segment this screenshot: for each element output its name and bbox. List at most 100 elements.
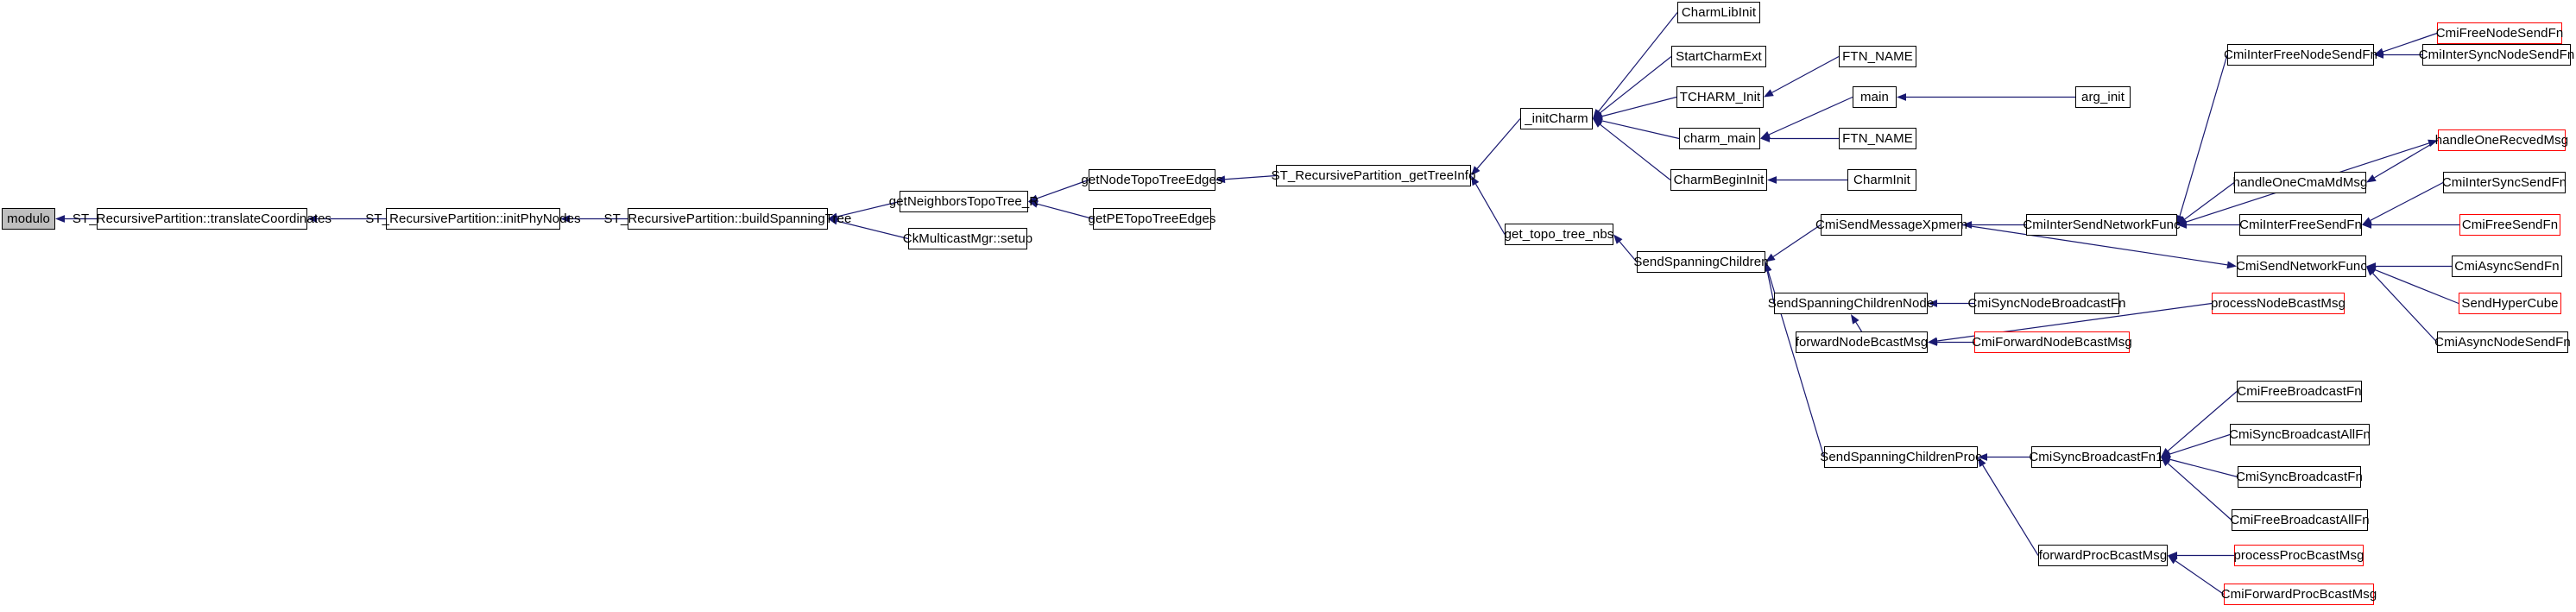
graph-node-label: ST_RecursivePartition_getTreeInfo [1271, 168, 1476, 183]
graph-edge [2370, 181, 2444, 221]
graph-node-arg_init[interactable]: arg_init [2075, 86, 2131, 108]
graph-node-getNeighborsTopoTree_R[interactable]: getNeighborsTopoTree_R [889, 191, 1039, 212]
graph-node-CmiSyncNodeBroadcastFn[interactable]: CmiSyncNodeBroadcastFn [1967, 293, 2125, 314]
graph-node-modulo[interactable]: modulo [2, 208, 55, 230]
graph-node-FTN_NAME_top[interactable]: FTN_NAME [1839, 46, 1916, 67]
graph-node-label: SendHyperCube [2461, 296, 2559, 311]
graph-node-processProcBcastMsg[interactable]: processProcBcastMsg [2233, 545, 2364, 566]
graph-edge [1855, 322, 1863, 332]
graph-node-charm_main[interactable]: charm_main [1679, 128, 1760, 149]
graph-edge-arrowhead [1897, 93, 1906, 101]
graph-node-SendSpanningChildrenNode[interactable]: SendSpanningChildrenNode [1768, 293, 1934, 314]
graph-node-label: processNodeBcastMsg [2210, 296, 2346, 311]
graph-node-CharmBeginInit[interactable]: CharmBeginInit [1670, 169, 1767, 191]
graph-node-CmiAsyncNodeSendFn[interactable]: CmiAsyncNodeSendFn [2434, 331, 2571, 353]
graph-node-label: CharmInit [1853, 173, 1910, 187]
graph-node-label: CmiAsyncSendFn [2454, 259, 2560, 274]
graph-node-label: SendSpanningChildrenProc [1820, 450, 1982, 464]
graph-edge [1037, 203, 1094, 220]
graph-edge-arrowhead [1928, 337, 1938, 345]
graph-node-label: getPETopoTreeEdges [1088, 211, 1216, 226]
graph-node-CmiInterSyncSendFn[interactable]: CmiInterSyncSendFn [2442, 172, 2567, 193]
graph-edge-arrowhead [1764, 89, 1774, 98]
graph-node-label: modulo [7, 211, 50, 226]
graph-edge-arrowhead [2168, 552, 2177, 559]
graph-node-label: handleOneCmaMdMsg [2232, 175, 2368, 190]
graph-edge-arrowhead [2362, 221, 2371, 229]
graph-node-label: _initCharm [1525, 111, 1588, 126]
graph-node-label: getNodeTopoTreeEdges [1081, 173, 1223, 187]
graph-node-main[interactable]: main [1853, 86, 1897, 108]
graph-node-get_topo_tree_nbs[interactable]: get_topo_tree_nbs [1505, 224, 1613, 245]
graph-edge [2374, 139, 2439, 179]
graph-node-label: CmiSyncNodeBroadcastFn [1967, 296, 2126, 311]
graph-node-CmiSyncBroadcastFn[interactable]: CmiSyncBroadcastFn [2236, 466, 2363, 488]
graph-node-buildSpanningTree[interactable]: ST_RecursivePartition::buildSpanningTree [604, 208, 851, 230]
graph-node-SendHyperCube[interactable]: SendHyperCube [2459, 293, 2561, 314]
graph-node-label: CmiFreeBroadcastFn [2237, 384, 2362, 399]
graph-node-label: get_topo_tree_nbs [1504, 227, 1614, 242]
graph-node-getPETopoTreeEdges[interactable]: getPETopoTreeEdges [1089, 208, 1215, 230]
graph-node-SendSpanningChildren[interactable]: SendSpanningChildren [1633, 251, 1769, 273]
graph-node-initPhyNodes[interactable]: ST_RecursivePartition::initPhyNodes [365, 208, 581, 230]
graph-node-CmiForwardNodeBcastMsg[interactable]: CmiForwardNodeBcastMsg [1972, 331, 2132, 353]
graph-edge [1772, 224, 1822, 257]
graph-node-SendSpanningChildrenProc[interactable]: SendSpanningChildrenProc [1820, 446, 1982, 468]
graph-node-label: SendSpanningChildrenNode [1767, 296, 1935, 311]
graph-edge [2175, 560, 2225, 595]
graph-edge-arrowhead [1928, 338, 1937, 346]
graph-node-_initCharm[interactable]: _initCharm [1520, 108, 1593, 129]
graph-edge-arrowhead [1593, 109, 1602, 119]
graph-node-label: handleOneRecvedMsg [2434, 133, 2569, 148]
graph-node-getNodeTopoTreeEdges[interactable]: getNodeTopoTreeEdges [1081, 169, 1222, 191]
graph-node-CmiForwardProcBcastMsg[interactable]: CmiForwardProcBcastMsg [2220, 584, 2377, 605]
graph-edge [2179, 54, 2228, 217]
graph-edge-arrowhead [2362, 217, 2372, 225]
graph-node-CmiInterFreeSendFn[interactable]: CmiInterFreeSendFn [2239, 214, 2362, 236]
graph-node-CharmInit[interactable]: CharmInit [1847, 169, 1916, 191]
graph-node-label: CmiAsyncNodeSendFn [2434, 335, 2571, 350]
graph-node-CmiInterFreeNodeSendFn[interactable]: CmiInterFreeNodeSendFn [2224, 44, 2377, 66]
graph-node-processNodeBcastMsg[interactable]: processNodeBcastMsg [2210, 293, 2346, 314]
graph-node-label: CharmLibInit [1681, 5, 1757, 20]
graph-edge [1600, 123, 1671, 180]
graph-node-forwardNodeBcastMsg[interactable]: forwardNodeBcastMsg [1796, 331, 1928, 353]
graph-node-CmiSyncBroadcastFn1[interactable]: CmiSyncBroadcastFn1 [2029, 446, 2163, 468]
graph-node-CmiFreeNodeSendFn[interactable]: CmiFreeNodeSendFn [2435, 22, 2564, 44]
graph-node-label: CmiForwardProcBcastMsg [2220, 587, 2377, 602]
graph-node-label: ST_RecursivePartition::buildSpanningTree [603, 211, 852, 226]
graph-node-StartCharmExt[interactable]: StartCharmExt [1671, 46, 1766, 67]
graph-node-CmiSendNetworkFunc[interactable]: CmiSendNetworkFunc [2236, 256, 2367, 277]
graph-node-CmiFreeBroadcastFn[interactable]: CmiFreeBroadcastFn [2237, 381, 2362, 402]
graph-node-CmiInterSyncNodeSendFn[interactable]: CmiInterSyncNodeSendFn [2419, 44, 2574, 66]
graph-node-label: forwardNodeBcastMsg [1795, 335, 1929, 350]
graph-node-TCHARM_Init[interactable]: TCHARM_Init [1676, 86, 1764, 108]
graph-node-label: CmiSyncBroadcastFn1 [2029, 450, 2163, 464]
graph-node-CkMulticastMgrSetup[interactable]: CkMulticastMgr::setup [903, 228, 1032, 249]
graph-node-handleOneRecvedMsg[interactable]: handleOneRecvedMsg [2434, 129, 2569, 151]
graph-node-CmiFreeSendFn[interactable]: CmiFreeSendFn [2459, 214, 2560, 236]
graph-node-label: CmiFreeNodeSendFn [2435, 26, 2564, 41]
graph-node-translateCoordinates[interactable]: ST_RecursivePartition::translateCoordina… [73, 208, 331, 230]
graph-edge-arrowhead [1767, 176, 1777, 184]
graph-node-handleOneCmaMdMsg[interactable]: handleOneCmaMdMsg [2232, 172, 2368, 193]
graph-node-label: TCHARM_Init [1679, 90, 1761, 104]
graph-node-CmiAsyncSendFn[interactable]: CmiAsyncSendFn [2452, 256, 2562, 277]
graph-node-CharmLibInit[interactable]: CharmLibInit [1677, 2, 1760, 23]
graph-node-CmiFreeBroadcastAllFn[interactable]: CmiFreeBroadcastAllFn [2230, 509, 2370, 531]
graph-edge [1771, 55, 1840, 93]
graph-edge-arrowhead [1613, 234, 1623, 244]
graph-node-CmiSendMessageXpmem[interactable]: CmiSendMessageXpmem [1815, 214, 1967, 236]
graph-node-FTN_NAME_bot[interactable]: FTN_NAME [1839, 128, 1916, 149]
graph-node-label: CmiInterSendNetworkFunc [2023, 218, 2181, 232]
graph-node-label: FTN_NAME [1842, 131, 1913, 146]
graph-node-CmiInterSendNetworkFunc[interactable]: CmiInterSendNetworkFunc [2023, 214, 2181, 236]
graph-node-label: FTN_NAME [1842, 49, 1913, 64]
graph-node-forwardProcBcastMsg[interactable]: forwardProcBcastMsg [2038, 545, 2168, 566]
graph-node-CmiSyncBroadcastAllFn[interactable]: CmiSyncBroadcastAllFn [2229, 424, 2371, 445]
graph-edge [1600, 56, 1672, 114]
graph-node-ST_RP_getTreeInfo[interactable]: ST_RecursivePartition_getTreeInfo [1271, 165, 1475, 186]
graph-node-label: arg_init [2081, 90, 2125, 104]
graph-node-label: CmiSendMessageXpmem [1815, 218, 1968, 232]
